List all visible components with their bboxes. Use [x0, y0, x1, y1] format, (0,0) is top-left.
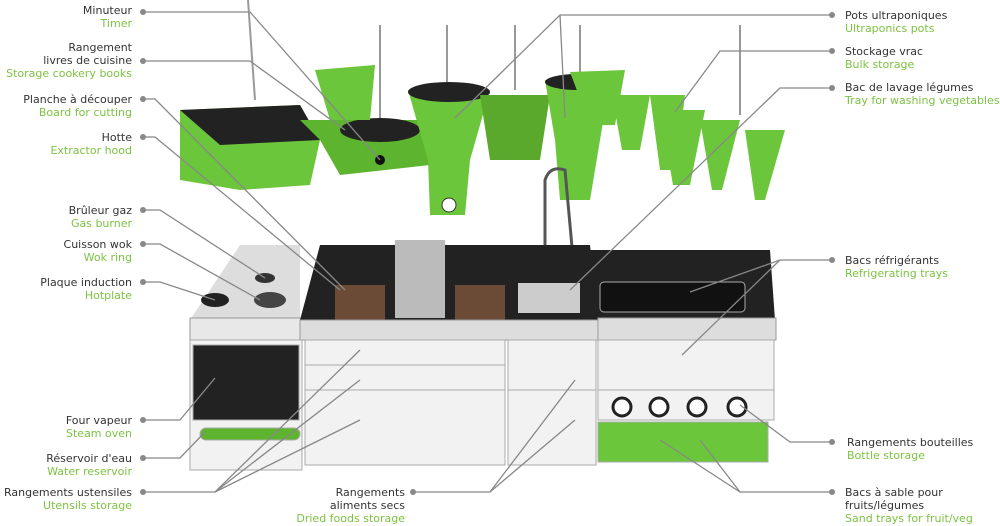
bottle-holes — [611, 396, 748, 418]
label-fr: Hotte — [101, 131, 132, 144]
label-fr: Rangements ustensiles — [4, 486, 132, 499]
label-en: Bottle storage — [847, 449, 926, 462]
label-fr: Pots ultraponiques — [845, 9, 948, 22]
label-fr: Rangement — [68, 41, 132, 54]
label-fr: Bacs à sable pour — [845, 486, 943, 499]
kitchen-counter — [189, 240, 777, 341]
label-fr: Four vapeur — [65, 414, 132, 427]
cabinets — [189, 339, 775, 471]
label-fr: Stockage vrac — [845, 45, 924, 58]
label-en: Board for cutting — [38, 106, 132, 119]
label-fr: Bac de lavage légumes — [845, 81, 974, 94]
leader-lines — [143, 11, 832, 493]
label-en: Extractor hood — [50, 144, 132, 157]
extractor-hood — [180, 105, 430, 190]
label-en: Steam oven — [66, 427, 132, 440]
label-fr: Réservoir d'eau — [46, 452, 132, 465]
label-fr: Rangements — [335, 486, 405, 499]
label-en: Gas burner — [70, 217, 132, 230]
label-en: Refrigerating trays — [845, 267, 949, 280]
label-fr: aliments secs — [329, 499, 405, 512]
label-en: Wok ring — [83, 251, 132, 264]
label-fr: Cuisson wok — [63, 238, 132, 251]
leader-dots — [140, 9, 835, 495]
label-fr: Plaque induction — [40, 276, 132, 289]
label-fr: Minuteur — [82, 4, 132, 17]
label-fr: Brûleur gaz — [68, 204, 132, 217]
label-en: Water reservoir — [47, 465, 132, 478]
label-fr: fruits/légumes — [845, 499, 925, 512]
label-en: Storage cookery books — [6, 67, 132, 80]
label-en: Timer — [100, 17, 132, 30]
label-fr: Planche à découper — [23, 93, 132, 106]
label-en: Bulk storage — [845, 58, 915, 71]
label-en: Tray for washing vegetables — [845, 94, 1000, 107]
bulk-storage-cones — [612, 95, 785, 200]
label-fr: Rangements bouteilles — [847, 436, 974, 449]
label-fr: livres de cuisine — [43, 54, 132, 67]
label-en: Utensils storage — [43, 499, 132, 512]
label-en: Hotplate — [84, 289, 132, 302]
label-en: Sand trays for fruit/veg — [845, 512, 973, 525]
label-en: Ultraponics pots — [845, 22, 935, 35]
hanging-rods — [247, 0, 741, 120]
faucet — [543, 167, 577, 290]
label-en: Dried foods storage — [296, 512, 405, 525]
label-fr: Bacs réfrigérants — [845, 254, 940, 267]
